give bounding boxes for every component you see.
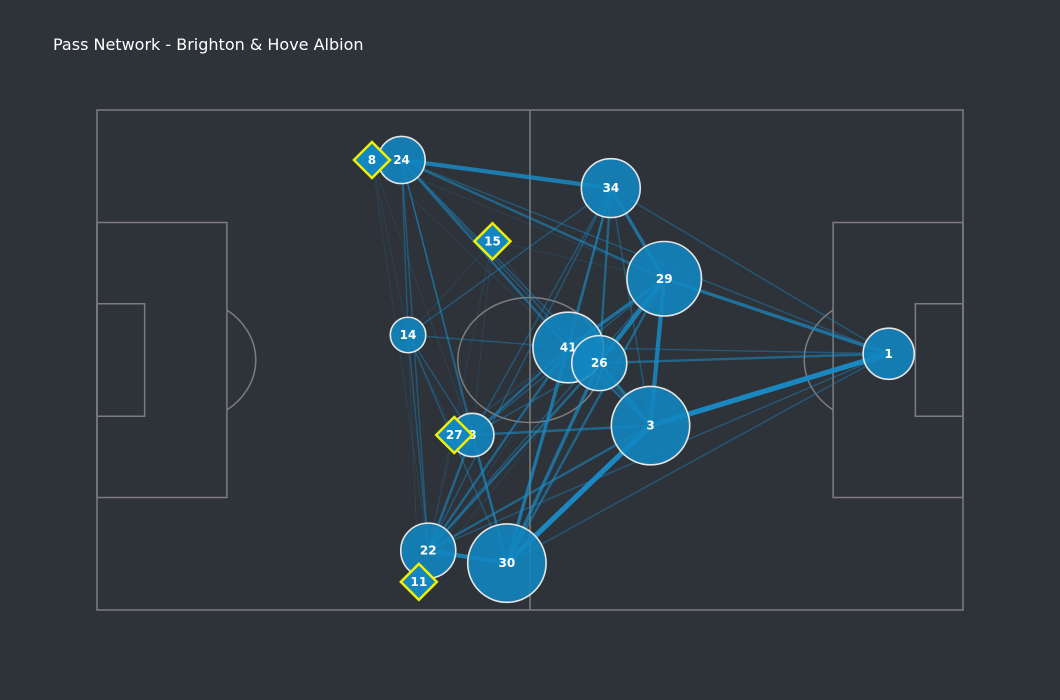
sub-pass-line-15-22 (427, 241, 493, 551)
right-six-yard-box (914, 303, 964, 417)
pass-line-41-22 (427, 346, 570, 552)
sub-pass-line-8-41 (371, 159, 569, 348)
pass-line-1-3 (647, 351, 892, 429)
pass-line-24-14 (400, 159, 409, 336)
right-penalty-arc (803, 309, 834, 411)
player-node-26 (570, 334, 628, 392)
sub-pass-line-8-22 (371, 159, 429, 551)
player-label-22: 22 (420, 544, 437, 558)
pass-line-29-30 (505, 277, 666, 565)
player-label-34: 34 (602, 181, 619, 195)
player-label-26: 26 (591, 356, 608, 370)
pass-line-34-22 (427, 187, 612, 552)
sub-pass-line-15-14 (407, 241, 493, 336)
substitute-markers: 8 15 27 11 (352, 140, 513, 602)
left-penalty-arc (226, 309, 257, 411)
pass-line-24-41 (400, 158, 570, 349)
pass-line-26-22 (427, 361, 601, 552)
player-node-14 (389, 316, 427, 354)
pass-line-3-22 (427, 424, 652, 552)
pass-line-34-14 (407, 187, 612, 336)
player-label-24: 24 (393, 153, 410, 167)
pass-line-24-29 (400, 158, 666, 280)
sub-pass-line-11-29 (418, 278, 665, 583)
substitute-diamond-8 (352, 140, 392, 180)
left-penalty-box (96, 221, 228, 499)
pass-edges (371, 157, 892, 583)
pass-line-34-1 (610, 187, 890, 355)
left-six-yard-box (96, 303, 146, 417)
substitute-label-11: 11 (411, 575, 428, 589)
substitute-label-8: 8 (368, 153, 376, 167)
substitute-diamond-11 (399, 562, 439, 602)
pass-line-14-22 (407, 334, 429, 552)
player-label-3: 3 (646, 419, 654, 433)
pass-line-24-8 (400, 159, 473, 436)
sub-pass-line-8-29 (371, 159, 665, 280)
player-node-30 (466, 523, 547, 604)
pass-line-26-1 (598, 352, 890, 365)
chart-title: Pass Network - Brighton & Hove Albion (53, 35, 364, 54)
substitute-diamond-27 (434, 415, 474, 455)
pass-line-1-30 (506, 353, 890, 564)
substitute-diamond-15 (472, 221, 513, 262)
player-node-3 (610, 385, 691, 466)
pass-line-24-22 (400, 159, 429, 552)
pass-line-29-22 (427, 278, 665, 552)
player-label-29: 29 (656, 272, 673, 286)
player-nodes: 3302941342622124814 (377, 135, 916, 604)
player-label-41: 41 (560, 341, 577, 355)
sub-pass-line-8-8 (371, 159, 473, 436)
sub-pass-line-15-8 (471, 241, 493, 436)
pass-line-29-1 (662, 277, 891, 356)
player-label-1: 1 (884, 347, 892, 361)
pitch (96, 109, 964, 611)
player-node-1 (862, 327, 916, 381)
player-node-29 (626, 240, 703, 317)
pass-line-34-8 (471, 187, 612, 436)
substitute-label-27: 27 (446, 428, 463, 442)
sub-pass-line-8-14 (371, 159, 409, 336)
player-label-14: 14 (400, 328, 417, 342)
player-label-30: 30 (499, 556, 516, 570)
substitute-label-15: 15 (484, 234, 501, 248)
player-node-34 (580, 157, 642, 219)
pass-line-24-34 (399, 157, 613, 191)
pass-line-34-3 (610, 187, 652, 427)
